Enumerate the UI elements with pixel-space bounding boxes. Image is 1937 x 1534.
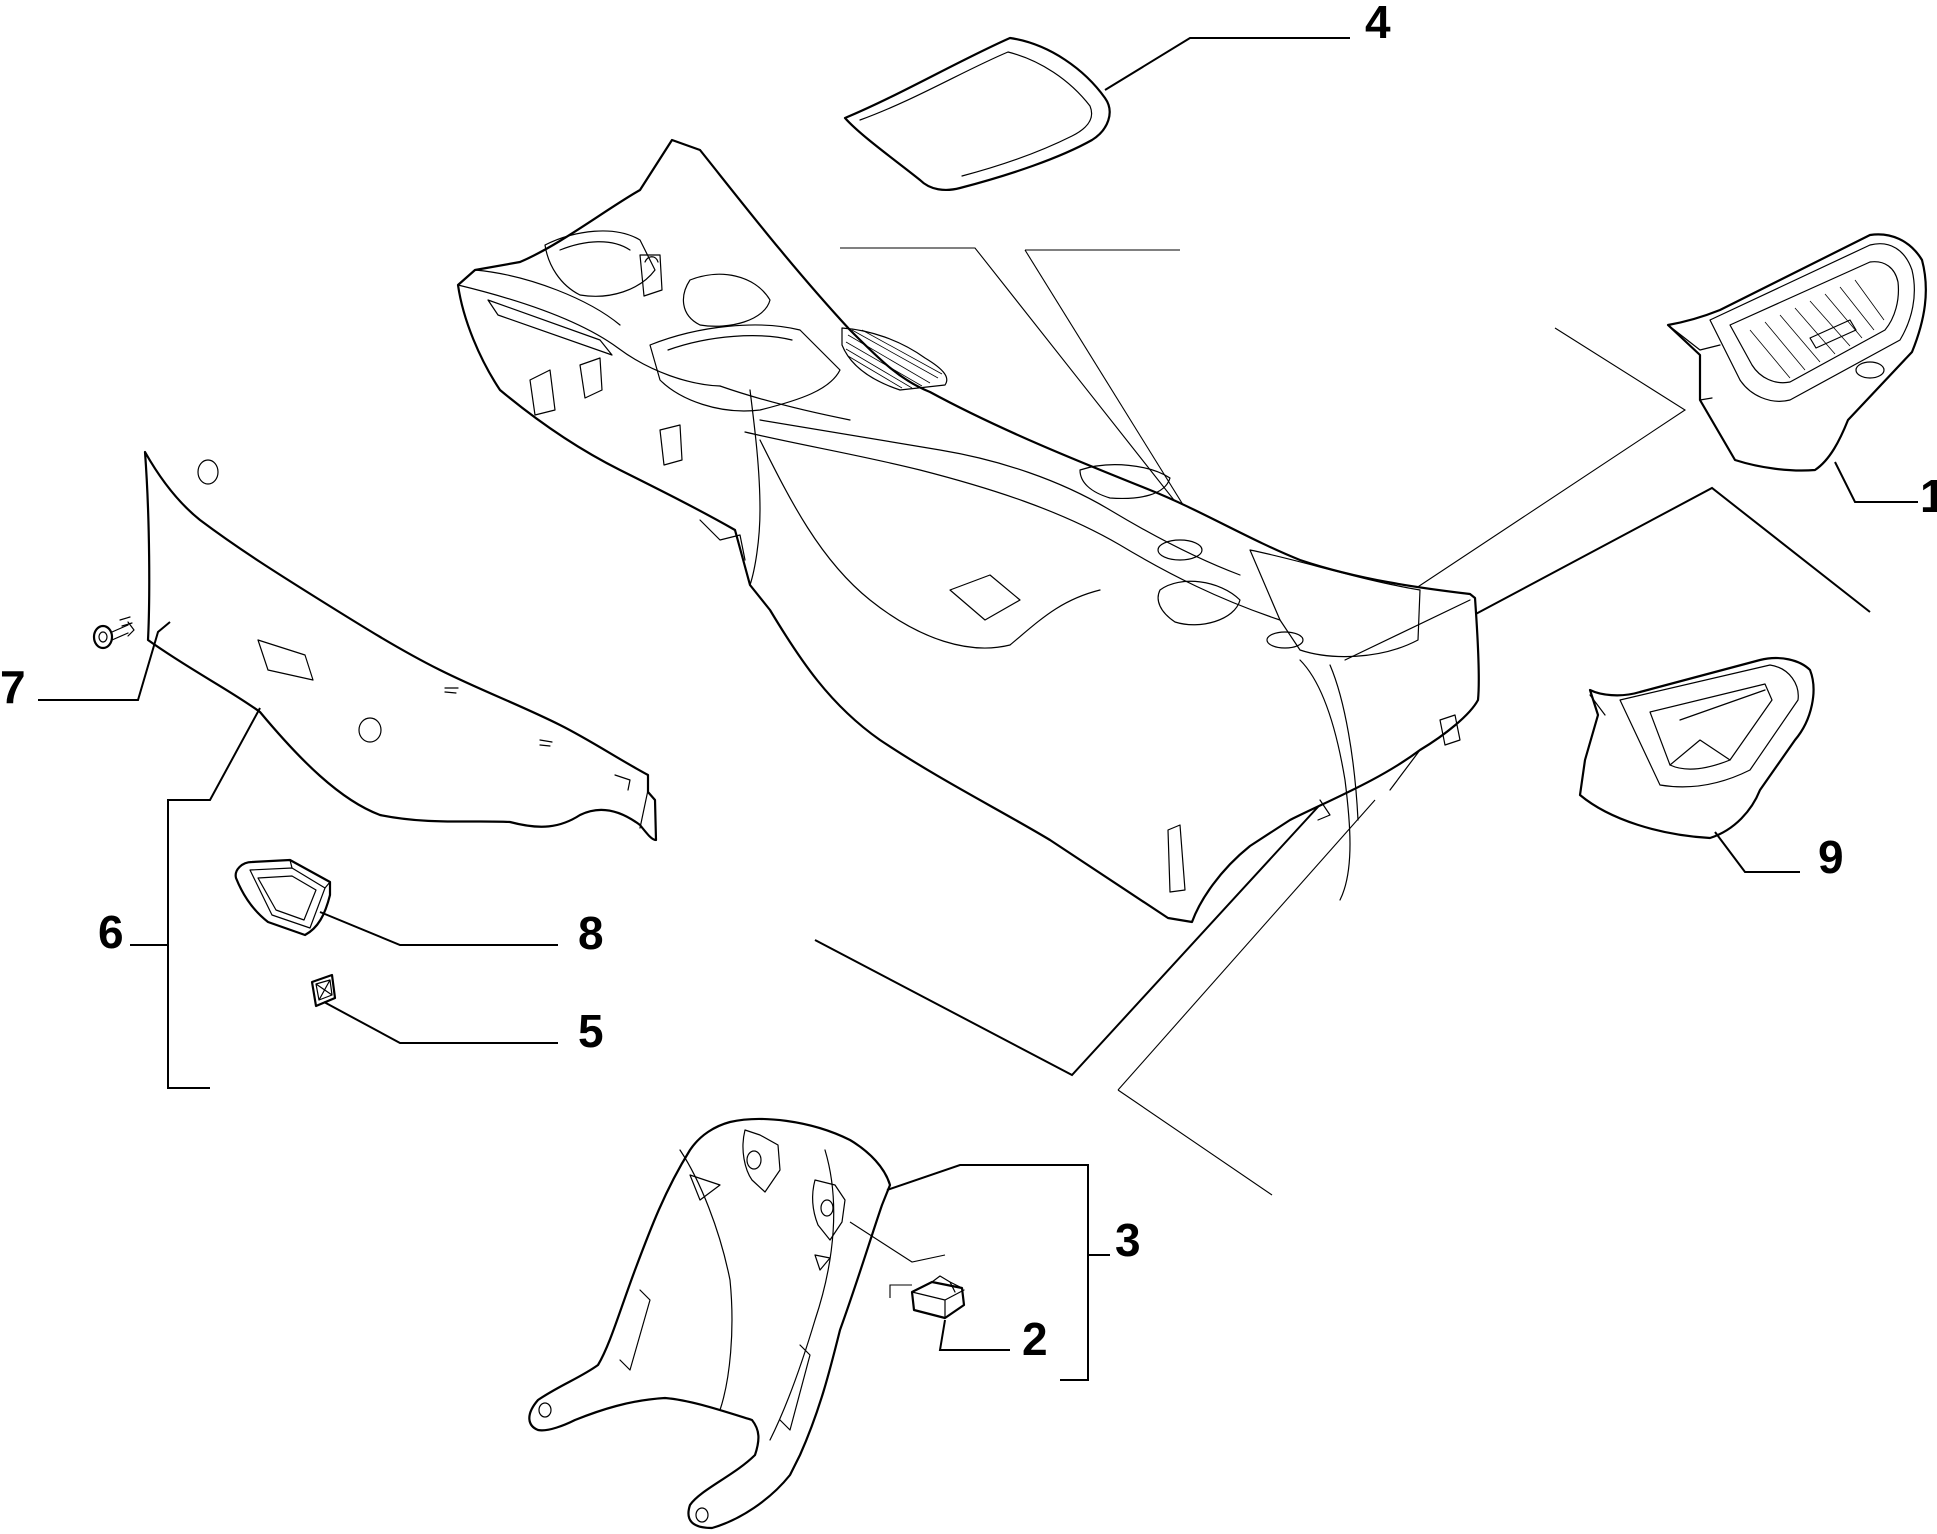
callout-8: 8 <box>578 907 604 959</box>
part-1-rear-air-vent <box>1666 233 1927 472</box>
callout-4: 4 <box>1365 0 1391 48</box>
part-4-armrest-pad <box>843 36 1111 191</box>
callout-labels: 4 1 9 7 6 8 5 3 2 <box>0 0 1937 1365</box>
part-7-push-clip <box>92 616 135 650</box>
part-3-lower-cover <box>528 1117 892 1530</box>
center-console-body <box>456 138 1480 924</box>
callout-3: 3 <box>1115 1214 1141 1266</box>
leader-lines <box>38 37 1918 1381</box>
part-2-bracket-clip <box>910 1275 966 1320</box>
callout-9: 9 <box>1818 831 1844 883</box>
part-9-rear-storage-tray <box>1578 656 1815 840</box>
part-6-side-trim-panel <box>143 450 658 842</box>
part-8-grommet <box>234 858 332 937</box>
callout-2: 2 <box>1022 1313 1048 1365</box>
callout-1: 1 <box>1920 470 1937 522</box>
part-5-small-clip <box>310 973 337 1008</box>
callout-7: 7 <box>0 661 26 713</box>
callout-6: 6 <box>98 906 124 958</box>
callout-5: 5 <box>578 1005 604 1057</box>
